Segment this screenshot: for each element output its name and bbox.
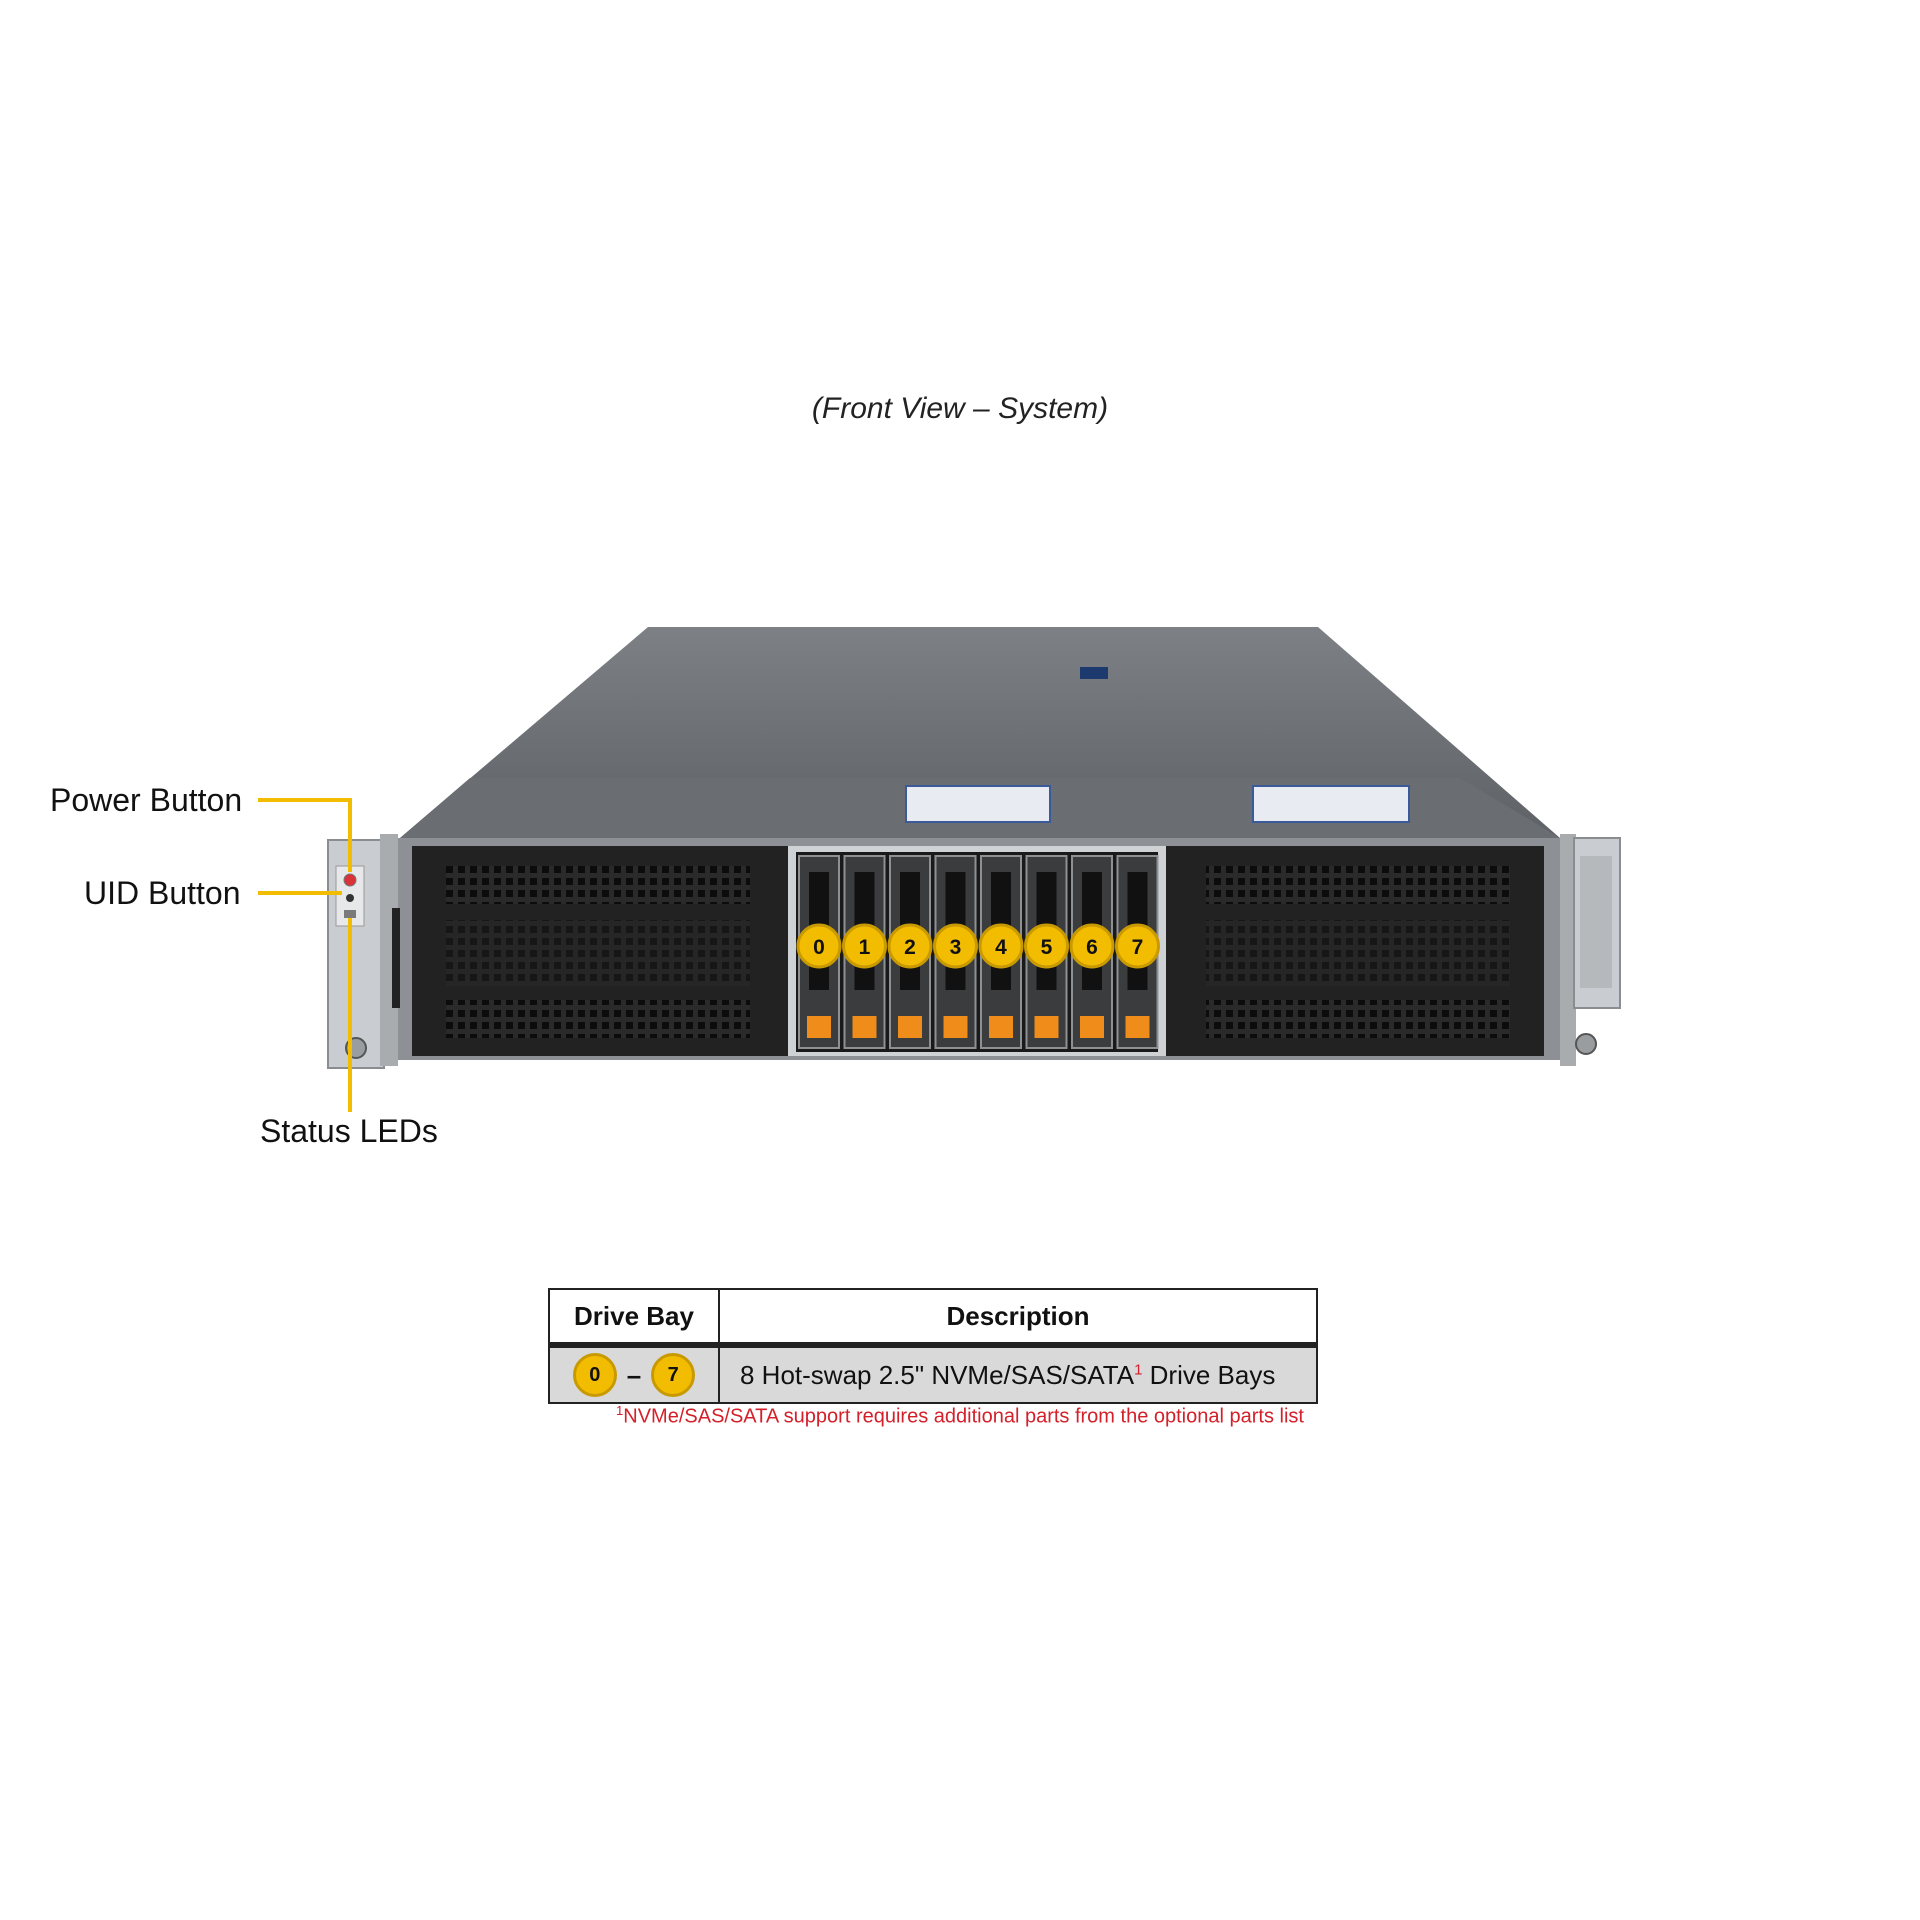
status-leds-label: Status LEDs xyxy=(260,1113,438,1149)
drive-release-latch-4[interactable] xyxy=(989,1016,1013,1038)
bay-badge-start: 0 xyxy=(572,1353,617,1397)
left-vent-bottom xyxy=(446,1000,750,1038)
description-tail: Drive Bays xyxy=(1142,1359,1276,1390)
bay-badge-end: 7 xyxy=(651,1353,696,1397)
drive-bay-table: Drive Bay Description 0–7 8 Hot-swap 2.5… xyxy=(548,1288,1318,1404)
left-handle-slot xyxy=(392,908,400,1008)
footnote-mark: 1 xyxy=(616,1403,624,1418)
right-thumbscrew-icon xyxy=(1575,1033,1597,1055)
footnote: 1NVMe/SAS/SATA support requires addition… xyxy=(0,1403,1920,1429)
power-button-leader xyxy=(258,798,352,872)
drive-release-latch-2[interactable] xyxy=(898,1016,922,1038)
service-label-1 xyxy=(905,785,1051,823)
drive-bay-description: 8 Hot-swap 2.5" NVMe/SAS/SATA1 Drive Bay… xyxy=(718,1344,1318,1404)
figure-caption: (Front View – System) xyxy=(811,392,1109,425)
left-vent-top xyxy=(446,866,750,904)
drive-release-latch-3[interactable] xyxy=(943,1016,968,1038)
bay-number-badge-1 xyxy=(842,923,887,969)
table-row: 0–7 8 Hot-swap 2.5" NVMe/SAS/SATA1 Drive… xyxy=(548,1344,1318,1404)
service-label-2 xyxy=(1252,785,1410,823)
bay-number-label-4: 4 xyxy=(995,936,1007,959)
right-vent-mid xyxy=(1206,920,1510,986)
bay-number-badge-3 xyxy=(933,923,978,969)
drive-release-latch-1[interactable] xyxy=(852,1016,877,1038)
bay-number-label-6: 6 xyxy=(1086,936,1098,959)
bay-number-badge-4 xyxy=(978,923,1024,969)
drive-release-latch-5[interactable] xyxy=(1034,1016,1059,1038)
right-ear-bracket xyxy=(1580,856,1612,988)
status-led-icon xyxy=(344,910,356,918)
description-text: 8 Hot-swap 2.5" NVMe/SAS/SATA xyxy=(740,1359,1135,1390)
footnote-text: NVMe/SAS/SATA support requires additiona… xyxy=(623,1405,1304,1428)
bay-number-badge-0 xyxy=(796,923,842,969)
uid-button-icon xyxy=(346,894,354,902)
range-separator: – xyxy=(626,1359,642,1390)
footnote-marker: 1 xyxy=(1134,1360,1143,1378)
bay-number-label-1: 1 xyxy=(859,936,871,959)
bay-number-label-7: 7 xyxy=(1132,936,1144,959)
bay-number-label-3: 3 xyxy=(950,936,962,959)
right-ear-flange xyxy=(1560,834,1576,1066)
bay-number-label-0: 0 xyxy=(813,936,825,959)
bay-number-badge-7 xyxy=(1115,923,1160,969)
right-vent-top xyxy=(1206,866,1510,904)
header-description: Description xyxy=(718,1288,1318,1348)
left-vent-mid xyxy=(446,920,750,986)
power-button-icon xyxy=(343,873,357,887)
bay-number-badge-5 xyxy=(1024,923,1069,969)
table-header-row: Drive Bay Description xyxy=(548,1288,1318,1348)
bay-number-label-5: 5 xyxy=(1041,936,1053,959)
header-drive-bay: Drive Bay xyxy=(548,1288,720,1348)
drive-release-latch-6[interactable] xyxy=(1080,1016,1104,1038)
drive-bay-range: 0–7 xyxy=(548,1344,720,1404)
drive-release-latch-0[interactable] xyxy=(807,1016,831,1038)
uid-button-label: UID Button xyxy=(84,875,241,911)
right-vent-bottom xyxy=(1206,1000,1510,1038)
bay-number-label-2: 2 xyxy=(904,936,916,959)
power-button-label: Power Button xyxy=(50,782,243,818)
bay-number-badge-2 xyxy=(887,923,933,969)
drive-release-latch-7[interactable] xyxy=(1125,1016,1150,1038)
top-logo-plate xyxy=(1080,667,1108,679)
bay-number-badge-6 xyxy=(1069,923,1115,969)
